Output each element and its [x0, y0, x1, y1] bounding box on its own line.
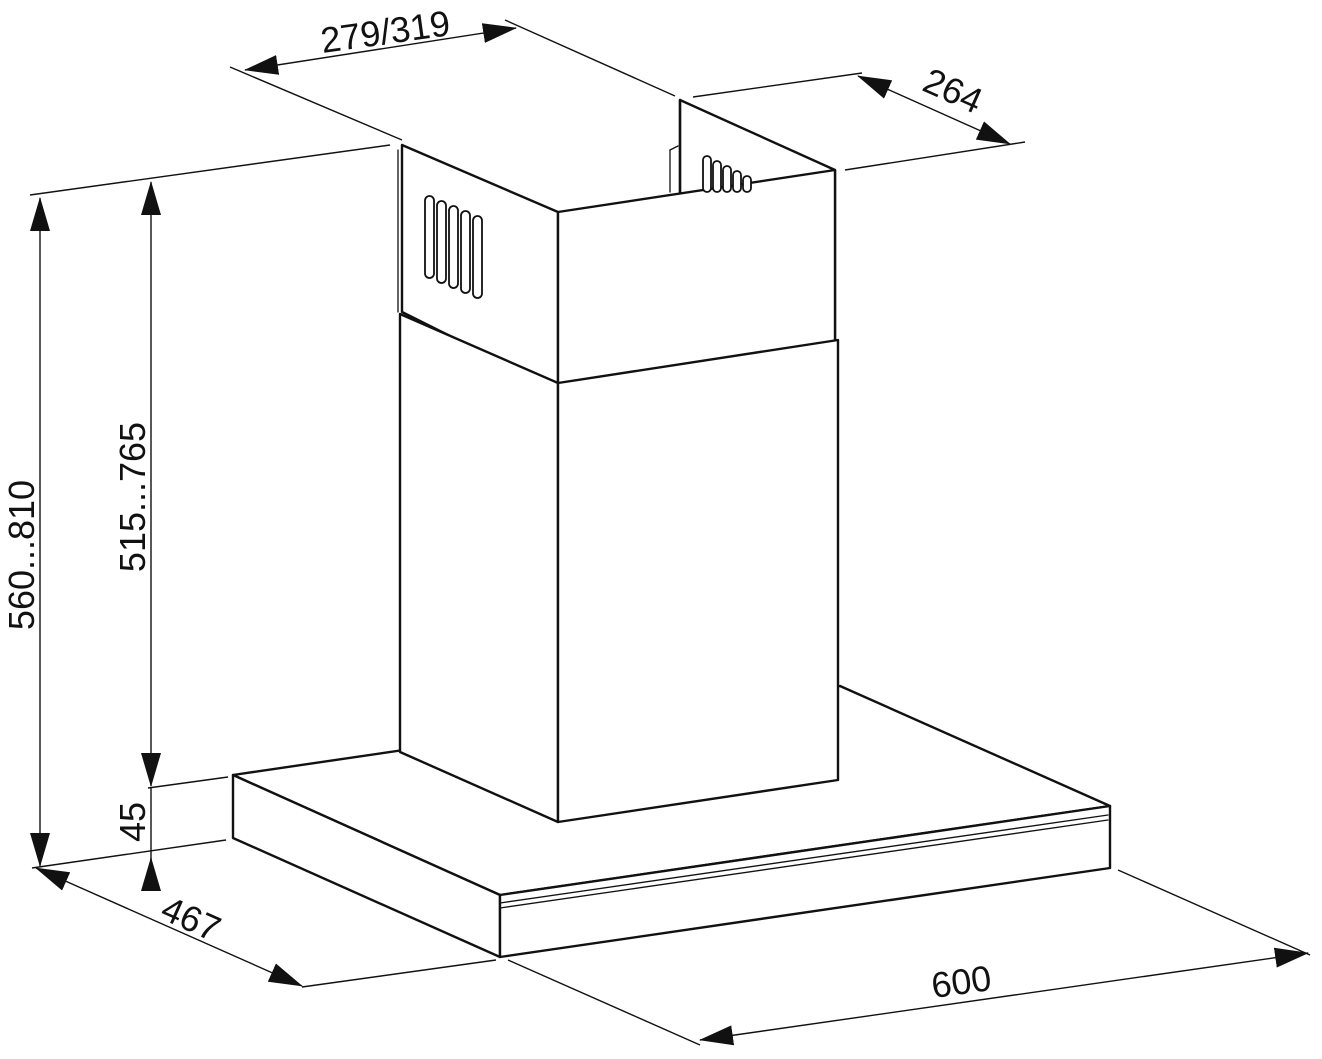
label-canopy-height: 45 — [112, 802, 153, 842]
dimension-lines — [30, 23, 1309, 1046]
dimension-line-canopy-width — [699, 947, 1309, 1046]
vent-slot — [460, 210, 471, 294]
extension-lines — [29, 19, 1311, 1046]
vent-slot — [722, 165, 732, 193]
dimension-line-chimney-depth — [857, 75, 1011, 145]
label-chimney-depth: 264 — [917, 60, 989, 122]
extension-line — [507, 959, 701, 1046]
dimension-line-canopy-depth — [35, 867, 303, 987]
canopy-trim-line — [499, 819, 1109, 909]
upper-chimney — [397, 98, 837, 392]
vent-slot — [448, 205, 459, 289]
label-canopy-width: 600 — [929, 957, 994, 1006]
lower-chimney — [398, 312, 840, 824]
extension-line — [1117, 869, 1311, 956]
label-chimney-width: 279/319 — [318, 2, 453, 61]
canopy-right-face — [498, 804, 1112, 959]
vent-slot — [742, 175, 752, 193]
lower-chimney-right-face — [556, 338, 840, 824]
extension-line — [31, 839, 227, 869]
extension-line — [229, 66, 403, 141]
extension-line — [301, 959, 497, 988]
extension-line — [147, 776, 229, 789]
extension-line — [504, 19, 676, 97]
vent-slot — [472, 215, 483, 299]
label-canopy-depth: 467 — [155, 888, 227, 950]
dimension-line-chimney-width — [244, 23, 517, 75]
upper-chimney-bracket — [669, 145, 679, 151]
extension-line — [29, 144, 391, 196]
vent-slot — [424, 195, 435, 279]
vent-slot — [436, 200, 447, 284]
vent-slot — [732, 170, 742, 193]
vent-slots-left — [424, 195, 483, 299]
canopy-trim-line — [499, 814, 1109, 904]
label-total-height: 560...810 — [1, 480, 42, 630]
vent-slot — [712, 160, 722, 193]
extension-line — [692, 72, 863, 98]
vent-slots-back — [702, 155, 752, 193]
label-chimney-height: 515...765 — [112, 422, 153, 572]
lower-chimney-left-face — [398, 312, 560, 824]
vent-slot — [702, 155, 712, 193]
extension-line — [844, 141, 1026, 171]
